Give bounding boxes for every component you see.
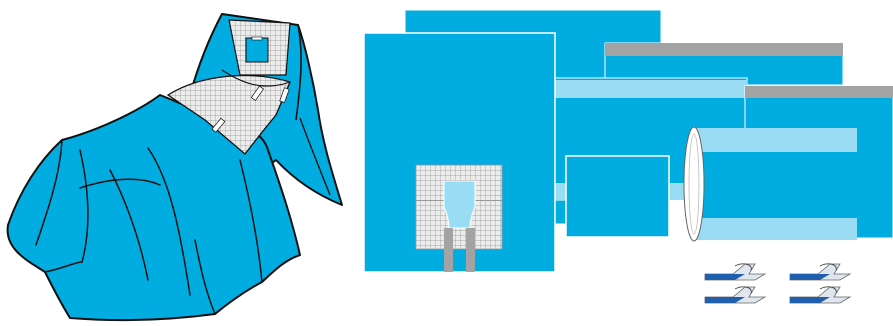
tape-strip bbox=[790, 287, 850, 303]
tape-strip bbox=[790, 264, 850, 280]
fenestration-opening bbox=[444, 181, 475, 228]
roll-end-cap bbox=[684, 127, 704, 241]
drape-small-sheet bbox=[566, 156, 669, 237]
upper-fenestration bbox=[246, 38, 268, 62]
drape-sheet-front-with-fenestration bbox=[364, 33, 555, 272]
draped-patient-illustration bbox=[8, 14, 342, 320]
tape-strip bbox=[705, 287, 765, 303]
drape-roll-cylinder bbox=[684, 127, 857, 241]
adhesive-tape-strips bbox=[705, 264, 850, 303]
tape-strip bbox=[705, 264, 765, 280]
